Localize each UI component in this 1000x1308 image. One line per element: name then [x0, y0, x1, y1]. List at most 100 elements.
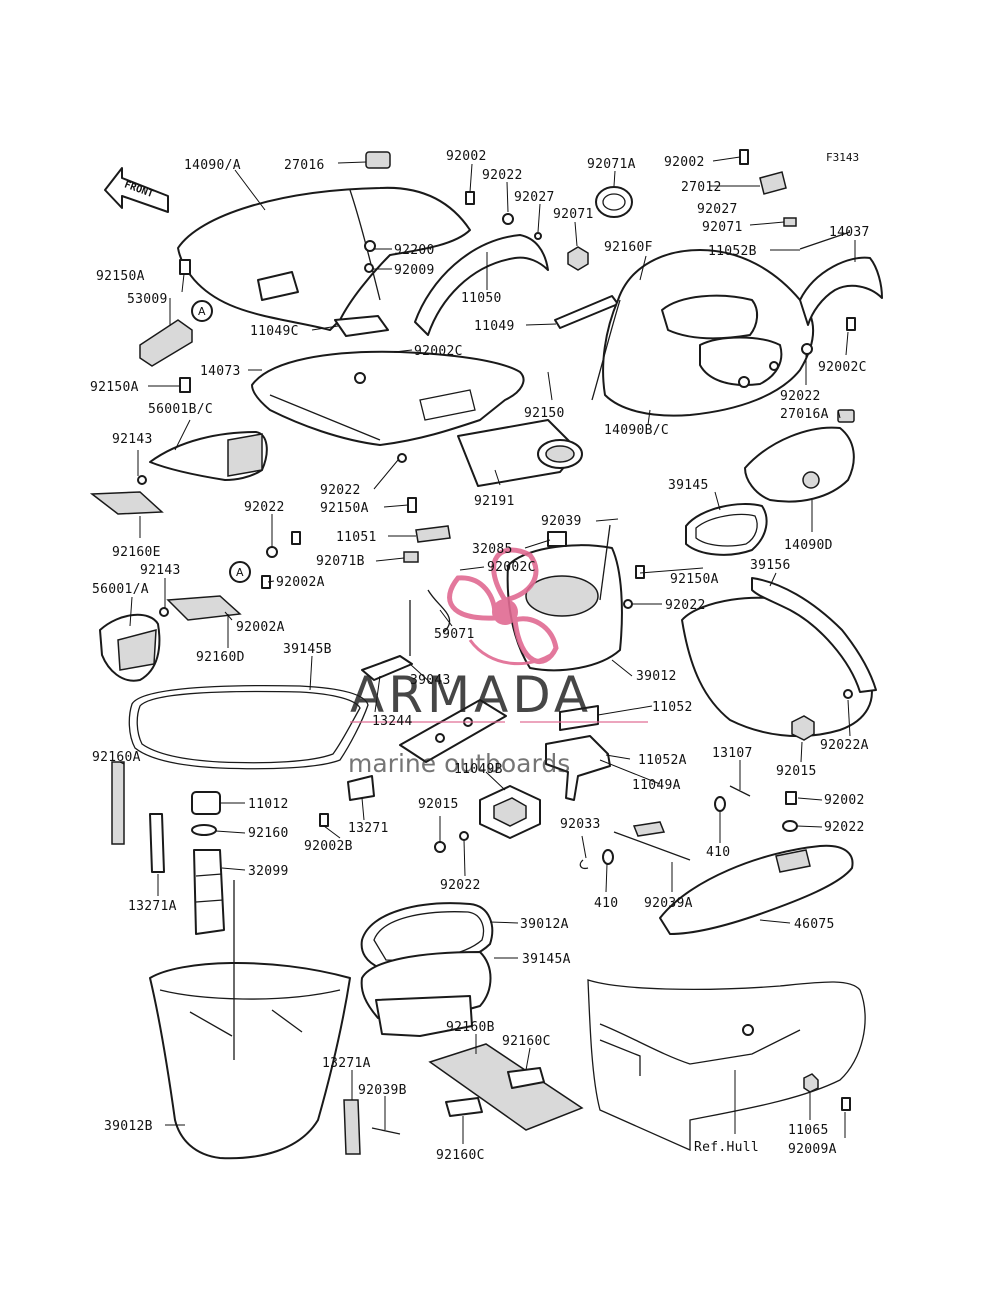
callout-label: 92143 — [140, 563, 181, 578]
callout-label: 92022 — [780, 389, 821, 404]
part-92160B — [428, 1043, 584, 1131]
callout-label: 410 — [706, 845, 730, 860]
callout-label: 92002 — [446, 149, 487, 164]
callout-label: 410 — [594, 896, 618, 911]
callout-label: 92160D — [196, 650, 245, 665]
callout-label: 13271A — [128, 899, 177, 914]
callout-label: 59071 — [434, 627, 475, 642]
callout-label: 92200 — [394, 243, 435, 258]
watermark: ARMADA marine outboards — [348, 547, 648, 778]
part-32099 — [193, 849, 225, 935]
figure-code: F3143 — [826, 151, 859, 164]
callout-label: 92160 — [248, 826, 289, 841]
callout-label: 92160B — [446, 1020, 495, 1035]
callout-label: 11012 — [248, 797, 289, 812]
callout-label: 11050 — [461, 291, 502, 306]
callout-label: 92027 — [514, 190, 555, 205]
callout-label: 92002 — [664, 155, 705, 170]
callout-label: 39145A — [522, 952, 571, 967]
callout-label: 92022 — [440, 878, 481, 893]
front-arrow-icon: FRONT — [104, 167, 169, 213]
callout-label: 14090D — [784, 538, 833, 553]
callout-label: 92002C — [818, 360, 867, 375]
callout-label: 92150A — [670, 572, 719, 587]
callout-label: 92039A — [644, 896, 693, 911]
callout-label: 92071 — [553, 207, 594, 222]
callout-label: 11052A — [638, 753, 687, 768]
callout-label: 13271A — [322, 1056, 371, 1071]
callout-label: 39012A — [520, 917, 569, 932]
callout-label: 92002A — [236, 620, 285, 635]
callout-label: 92022 — [482, 168, 523, 183]
callout-label: 92160A — [92, 750, 141, 765]
callout-label: 92015 — [418, 797, 459, 812]
callout-label: 92191 — [474, 494, 515, 509]
callout-label: 92022 — [320, 483, 361, 498]
ref-circle-a-top-label: A — [198, 305, 206, 318]
callout-label: 13107 — [712, 746, 753, 761]
callout-label: 92033 — [560, 817, 601, 832]
callout-label: 92002C — [414, 344, 463, 359]
callout-label: 39043 — [410, 673, 451, 688]
callout-label: 92150A — [320, 501, 369, 516]
callout-label: 92022A — [820, 738, 869, 753]
part-39145 — [685, 503, 768, 556]
callout-label: 92071B — [316, 554, 365, 569]
callout-label: 14037 — [829, 225, 870, 240]
callout-label: 14090B/C — [604, 423, 669, 438]
ref-hull — [587, 979, 866, 1152]
callout-label: 92027 — [697, 202, 738, 217]
callout-label: 92160C — [436, 1148, 485, 1163]
callout-label: 92160C — [502, 1034, 551, 1049]
part-14090A — [177, 186, 471, 331]
part-53009 — [139, 319, 193, 367]
part-39043 — [399, 699, 507, 763]
callout-label: 92071 — [702, 220, 743, 235]
callout-label: 92002C — [487, 560, 536, 575]
callout-label: 11052 — [652, 700, 693, 715]
callout-label: 11049A — [632, 778, 681, 793]
callout-label: 11049B — [454, 762, 503, 777]
callout-label: 32085 — [472, 542, 513, 557]
callout-label: 92022 — [244, 500, 285, 515]
callout-label: 92143 — [112, 432, 153, 447]
callout-label: 53009 — [127, 292, 168, 307]
part-27016 — [365, 151, 391, 169]
callout-label: 56001B/C — [148, 402, 213, 417]
callout-label: 92002B — [304, 839, 353, 854]
callout-label: 46075 — [794, 917, 835, 932]
callout-label: 92039B — [358, 1083, 407, 1098]
callout-label: 13271 — [348, 821, 389, 836]
callout-label: 92009A — [788, 1142, 837, 1157]
part-14037 — [799, 256, 883, 326]
part-drawings: FRONT A — [89, 149, 883, 1160]
part-11012 — [191, 791, 221, 815]
callout-label: 11052B — [708, 244, 757, 259]
callout-label: 39145 — [668, 478, 709, 493]
callout-label: 27016 — [284, 158, 325, 173]
callout-label: 92039 — [541, 514, 582, 529]
ref-circle-a-top — [191, 300, 213, 322]
callout-label: 27012 — [681, 180, 722, 195]
callout-label: 92150A — [96, 269, 145, 284]
ref-hull-label: Ref.Hull — [694, 1140, 759, 1155]
part-11050 — [414, 234, 549, 336]
callout-label: 11065 — [788, 1123, 829, 1138]
callout-label: 92022 — [665, 598, 706, 613]
callout-label: 56001/A — [92, 582, 149, 597]
callout-label: 92009 — [394, 263, 435, 278]
propeller-logo-icon — [447, 547, 559, 666]
part-92071A — [595, 186, 633, 218]
callout-label: 11049 — [474, 319, 515, 334]
callout-label: 92002A — [276, 575, 325, 590]
ref-circle-a-mid-label: A — [236, 566, 244, 579]
part-39012B — [149, 961, 351, 1160]
callout-label: 92150A — [90, 380, 139, 395]
callout-label: 14073 — [200, 364, 241, 379]
callout-label: 92160E — [112, 545, 161, 560]
watermark-tagline: marine outboards — [348, 749, 570, 778]
callout-label: 92015 — [776, 764, 817, 779]
part-14090D — [744, 426, 855, 503]
callout-label: 32099 — [248, 864, 289, 879]
